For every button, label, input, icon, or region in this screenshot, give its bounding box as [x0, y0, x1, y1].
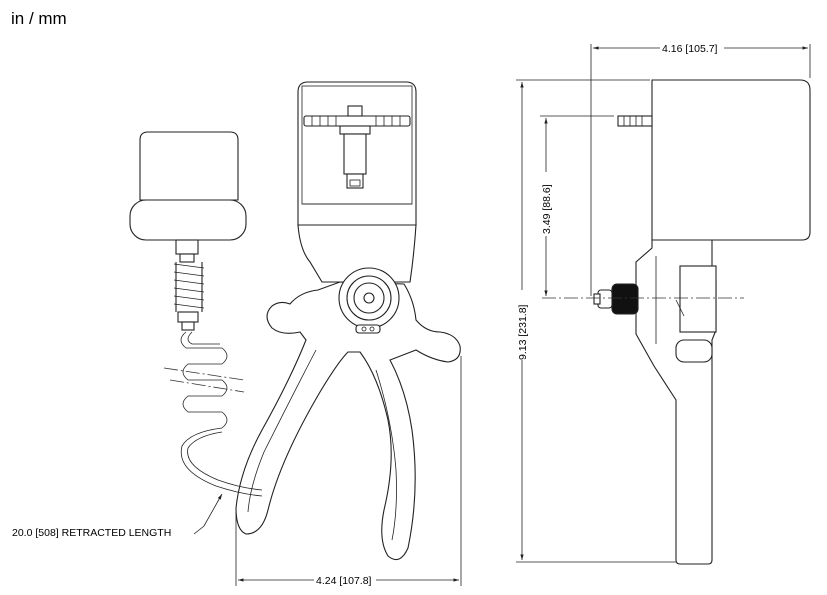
dim-side-width: 4.16 [105.7] [662, 43, 718, 55]
side-view: 4.16 [105.7] 9.13 [231.8] 3.49 [88.6] [516, 43, 811, 565]
dim-front-width: 4.24 [107.8] [316, 575, 372, 587]
dim-cable-length: 20.0 [508] RETRACTED LENGTH [12, 527, 171, 539]
dim-axis-height: 3.49 [88.6] [541, 184, 553, 234]
dim-total-height: 9.13 [231.8] [517, 304, 529, 360]
units-label: in / mm [11, 9, 67, 28]
side-housing [651, 79, 811, 241]
front-view: 4.24 [107.8] 20.0 [508] RETRACTED LENGTH [12, 81, 462, 587]
top-housing [297, 81, 417, 226]
pliers-grip [235, 281, 461, 561]
probe-head [129, 131, 247, 331]
coiled-cable [180, 331, 263, 497]
